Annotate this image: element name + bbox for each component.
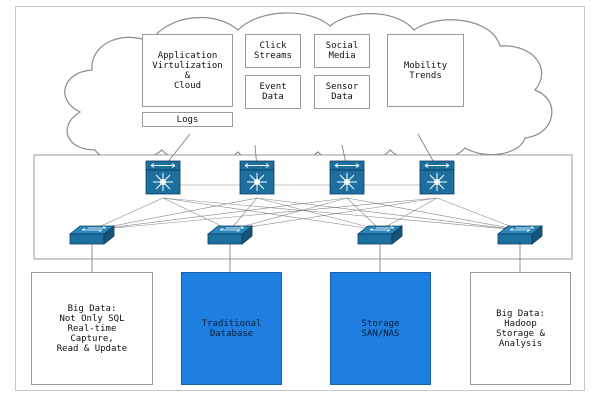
access-switch-icon	[497, 225, 543, 245]
access-switch-icon	[69, 225, 115, 245]
mobility-trends-box: Mobility Trends	[387, 34, 464, 107]
access-switch-icon	[207, 225, 253, 245]
core-switch-icon	[419, 160, 455, 195]
application-virtualization-box: Application Virtulization & Cloud	[142, 34, 233, 107]
core-switch-icon	[239, 160, 275, 195]
logs-box: Logs	[142, 112, 233, 127]
mobility-trends-label: Mobility Trends	[403, 60, 448, 81]
hadoop-label: Big Data: Hadoop Storage & Analysis	[496, 308, 545, 349]
social-media-label: Social Media	[325, 41, 359, 61]
sensor-data-box: Sensor Data	[314, 75, 370, 109]
cloud-shape	[64, 12, 553, 165]
click-streams-label: Click Streams	[254, 41, 292, 61]
social-media-box: Social Media	[314, 34, 370, 68]
network-region	[33, 154, 573, 260]
event-data-label: Event Data	[259, 82, 287, 102]
nosql-box: Big Data: Not Only SQL Real-time Capture…	[31, 272, 153, 385]
storage-label: Storage SAN/NAS	[361, 318, 400, 339]
sensor-data-label: Sensor Data	[325, 82, 359, 102]
access-switch-icon	[357, 225, 403, 245]
hadoop-box: Big Data: Hadoop Storage & Analysis	[470, 272, 571, 385]
event-data-box: Event Data	[245, 75, 301, 109]
traditional-database-box: Traditional Database	[181, 272, 282, 385]
storage-san-nas-box: Storage SAN/NAS	[330, 272, 431, 385]
nosql-label: Big Data: Not Only SQL Real-time Capture…	[56, 303, 128, 354]
logs-label: Logs	[176, 114, 199, 125]
storage-links	[91, 244, 521, 272]
core-switch-icon	[329, 160, 365, 195]
mesh-links	[91, 184, 521, 231]
application-label: Application Virtulization & Cloud	[152, 50, 223, 91]
traditional-database-label: Traditional Database	[201, 318, 262, 339]
core-switch-icon	[145, 160, 181, 195]
click-streams-box: Click Streams	[245, 34, 301, 68]
